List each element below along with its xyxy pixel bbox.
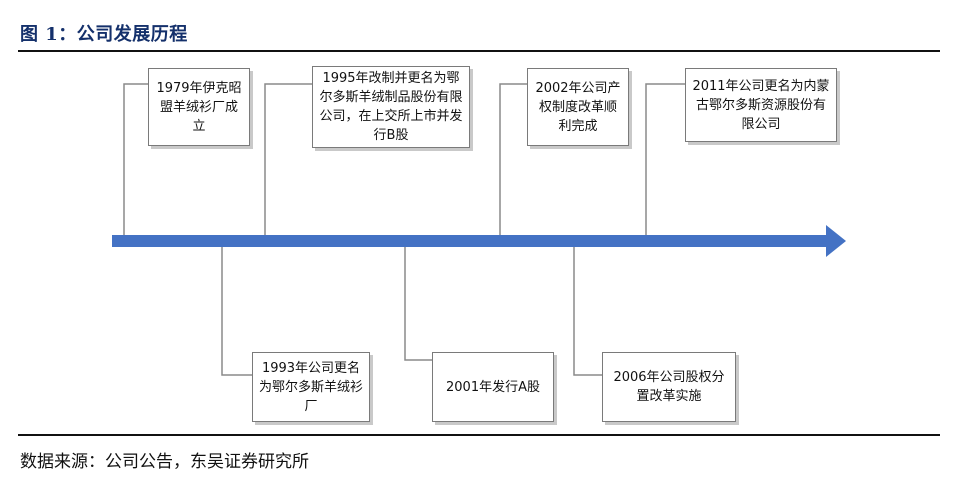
connector-2011 [645, 83, 685, 236]
timeline-arrowhead [826, 225, 846, 257]
event-text-1995: 1995年改制并更名为鄂尔多斯羊绒制品股份有限公司，在上交所上市并发行B股 [319, 71, 463, 143]
event-text-2011: 2011年公司更名为内蒙古鄂尔多斯资源股份有限公司 [692, 78, 830, 132]
event-text-2002: 2002年公司产权制度改革顺利完成 [535, 80, 621, 134]
event-box-1993: 1993年公司更名为鄂尔多斯羊绒衫厂 [252, 352, 370, 422]
event-text-2006: 2006年公司股权分置改革实施 [613, 370, 725, 404]
connector-1995 [264, 83, 312, 236]
connector-1979 [123, 83, 148, 236]
event-box-2002: 2002年公司产权制度改革顺利完成 [527, 68, 629, 146]
source-note: 数据来源：公司公告，东吴证券研究所 [20, 452, 309, 472]
bottom-rule [18, 434, 940, 436]
event-text-1993: 1993年公司更名为鄂尔多斯羊绒衫厂 [259, 360, 364, 414]
event-box-2011: 2011年公司更名为内蒙古鄂尔多斯资源股份有限公司 [685, 68, 837, 142]
connector-2002 [499, 83, 527, 236]
timeline-axis [112, 235, 828, 247]
top-rule [18, 50, 940, 52]
event-box-1995: 1995年改制并更名为鄂尔多斯羊绒制品股份有限公司，在上交所上市并发行B股 [312, 66, 470, 148]
connector-1993 [221, 246, 252, 376]
connector-2006 [573, 246, 602, 376]
event-box-2001: 2001年发行A股 [432, 352, 554, 422]
figure-title: 图 1：公司发展历程 [20, 24, 188, 45]
event-box-1979: 1979年伊克昭盟羊绒衫厂成立 [148, 68, 250, 146]
event-box-2006: 2006年公司股权分置改革实施 [602, 352, 736, 422]
event-text-2001: 2001年发行A股 [446, 379, 540, 395]
event-text-1979: 1979年伊克昭盟羊绒衫厂成立 [156, 80, 242, 134]
connector-2001 [404, 246, 432, 361]
